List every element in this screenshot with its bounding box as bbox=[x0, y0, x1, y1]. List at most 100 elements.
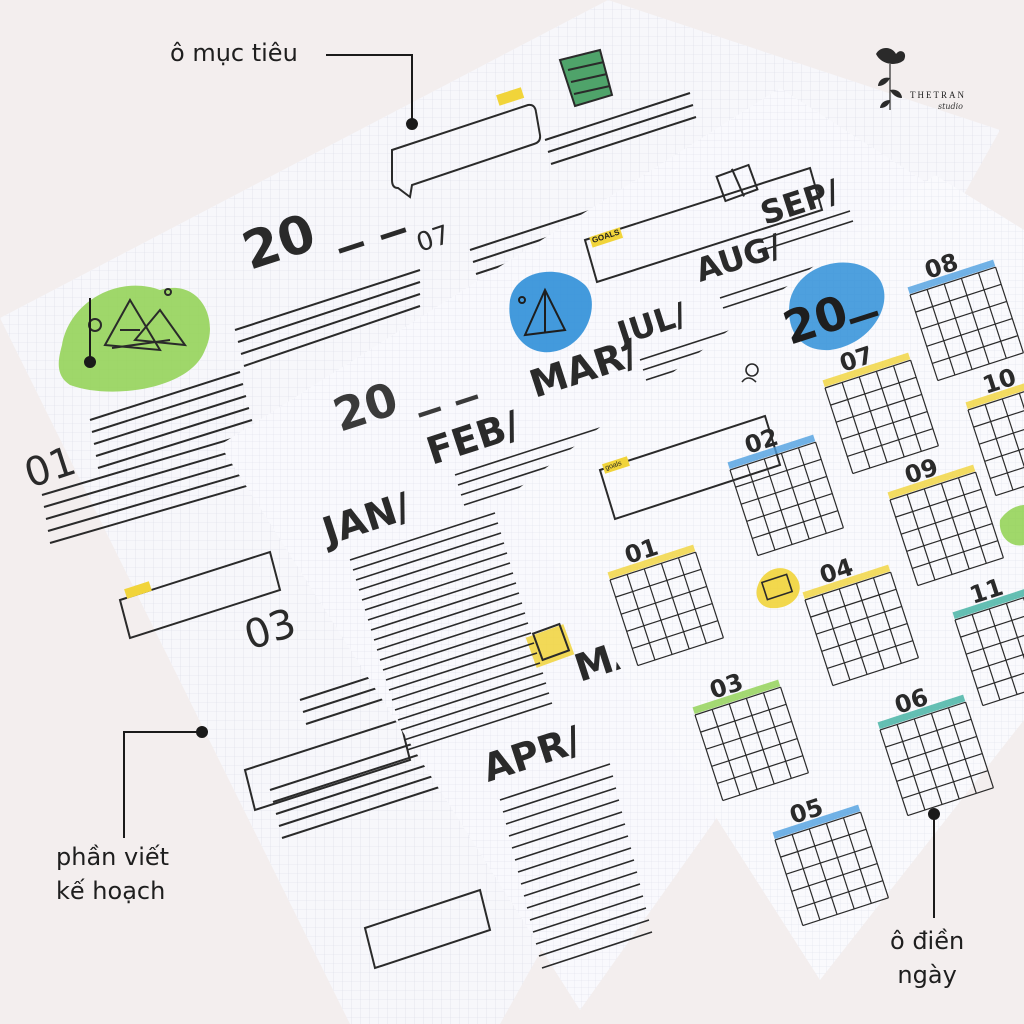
grid-line bbox=[825, 823, 855, 910]
grid-line bbox=[855, 583, 885, 670]
grid-line bbox=[977, 660, 1024, 690]
grid-line bbox=[879, 729, 909, 816]
grid-line bbox=[892, 365, 922, 452]
grid-line bbox=[860, 812, 889, 898]
grid-line bbox=[1005, 603, 1024, 690]
calendar-grid bbox=[772, 804, 889, 927]
grid-line bbox=[943, 283, 973, 370]
grid-line bbox=[885, 718, 972, 748]
grid-line bbox=[711, 737, 798, 767]
callout-text: ô điền bbox=[890, 927, 965, 955]
grid-line bbox=[988, 608, 1018, 695]
calendar-grid bbox=[727, 434, 844, 557]
grid-line bbox=[626, 574, 656, 661]
grid-line bbox=[926, 289, 956, 376]
calendar-grid bbox=[887, 464, 1004, 587]
grid-line bbox=[890, 735, 977, 765]
blue-watercolor-blob bbox=[789, 262, 885, 351]
grid-line bbox=[821, 594, 851, 681]
note-box-outline bbox=[243, 718, 412, 812]
grid-line bbox=[827, 640, 914, 670]
callout-date-cells: ô điền ngày bbox=[890, 924, 964, 992]
grid-line bbox=[965, 625, 1024, 655]
weekday-header-strip bbox=[952, 584, 1024, 620]
grid-line bbox=[694, 686, 781, 716]
grid-line bbox=[912, 540, 999, 570]
weekday-header-strip bbox=[692, 679, 781, 715]
grid-line bbox=[711, 709, 741, 796]
calendar-grids bbox=[607, 259, 1024, 927]
grid-line bbox=[896, 752, 983, 782]
grid-line bbox=[995, 467, 1024, 497]
grid-line bbox=[842, 817, 872, 904]
picture-frame-icon bbox=[531, 622, 571, 662]
grid-line bbox=[937, 352, 1024, 382]
callout-text: ô mục tiêu bbox=[170, 39, 298, 67]
grid-line bbox=[830, 376, 917, 406]
grid-line bbox=[913, 718, 943, 805]
goals-tag-bg bbox=[496, 87, 525, 106]
weekday-header-strip bbox=[772, 804, 861, 840]
callout-text: kế hoạch bbox=[56, 877, 166, 905]
grid-line bbox=[984, 404, 1014, 491]
grid-line bbox=[810, 588, 897, 618]
grid-line bbox=[728, 703, 758, 790]
grid-line bbox=[1001, 398, 1024, 485]
grid-line bbox=[838, 588, 868, 675]
grid-line bbox=[835, 393, 922, 423]
grid-line bbox=[637, 637, 724, 667]
grid-line bbox=[973, 398, 1024, 428]
weekday-header-strip bbox=[727, 434, 816, 470]
grid-line bbox=[824, 387, 854, 474]
grid-line bbox=[615, 568, 702, 598]
grid-line bbox=[824, 359, 911, 389]
grid-line bbox=[785, 845, 872, 875]
grid-line bbox=[841, 382, 871, 469]
grid-line bbox=[957, 477, 987, 564]
grid-line bbox=[694, 714, 724, 801]
grid-line bbox=[971, 614, 1001, 701]
armchair-icon bbox=[558, 48, 614, 108]
grid-line bbox=[774, 839, 804, 926]
goals-tag: goals bbox=[604, 460, 623, 472]
grid-line bbox=[920, 300, 1007, 330]
grid-line bbox=[752, 510, 839, 540]
grid-line bbox=[917, 557, 1004, 587]
grid-line bbox=[977, 272, 1007, 359]
grid-line bbox=[954, 591, 1024, 621]
flower-icon bbox=[876, 48, 906, 110]
grid-line bbox=[797, 447, 827, 534]
grid-line bbox=[915, 283, 1002, 313]
grid-line bbox=[875, 371, 905, 458]
grid-line bbox=[909, 294, 939, 381]
grid-line bbox=[890, 572, 919, 658]
grid-line bbox=[971, 642, 1024, 672]
grid-line bbox=[900, 505, 987, 535]
grid-line bbox=[791, 862, 878, 892]
brand-logo: THETRAN studio bbox=[868, 44, 988, 124]
grid-line bbox=[729, 469, 759, 556]
grid-line bbox=[802, 897, 889, 927]
grid-line bbox=[978, 415, 1024, 445]
grid-line bbox=[780, 828, 867, 858]
grid-line bbox=[967, 409, 997, 496]
grid-line bbox=[797, 880, 884, 910]
grid-line bbox=[990, 450, 1024, 480]
grid-line bbox=[815, 605, 902, 635]
goal-box-outline bbox=[583, 166, 824, 284]
weekday-header-strip bbox=[907, 259, 996, 295]
middle-ruled-lines bbox=[349, 210, 854, 969]
grid-line bbox=[695, 552, 724, 638]
green-watercolor-blob bbox=[999, 505, 1024, 546]
weekday-header-strip bbox=[877, 694, 966, 730]
callout-lines bbox=[84, 54, 940, 918]
grid-line bbox=[660, 563, 690, 650]
grid-line bbox=[745, 698, 775, 785]
goal-box-outline bbox=[598, 414, 782, 521]
grid-line bbox=[746, 492, 833, 522]
grid-line bbox=[965, 702, 994, 788]
weekday-header-strip bbox=[887, 464, 976, 500]
grid-line bbox=[930, 713, 960, 800]
grid-line bbox=[609, 551, 696, 581]
